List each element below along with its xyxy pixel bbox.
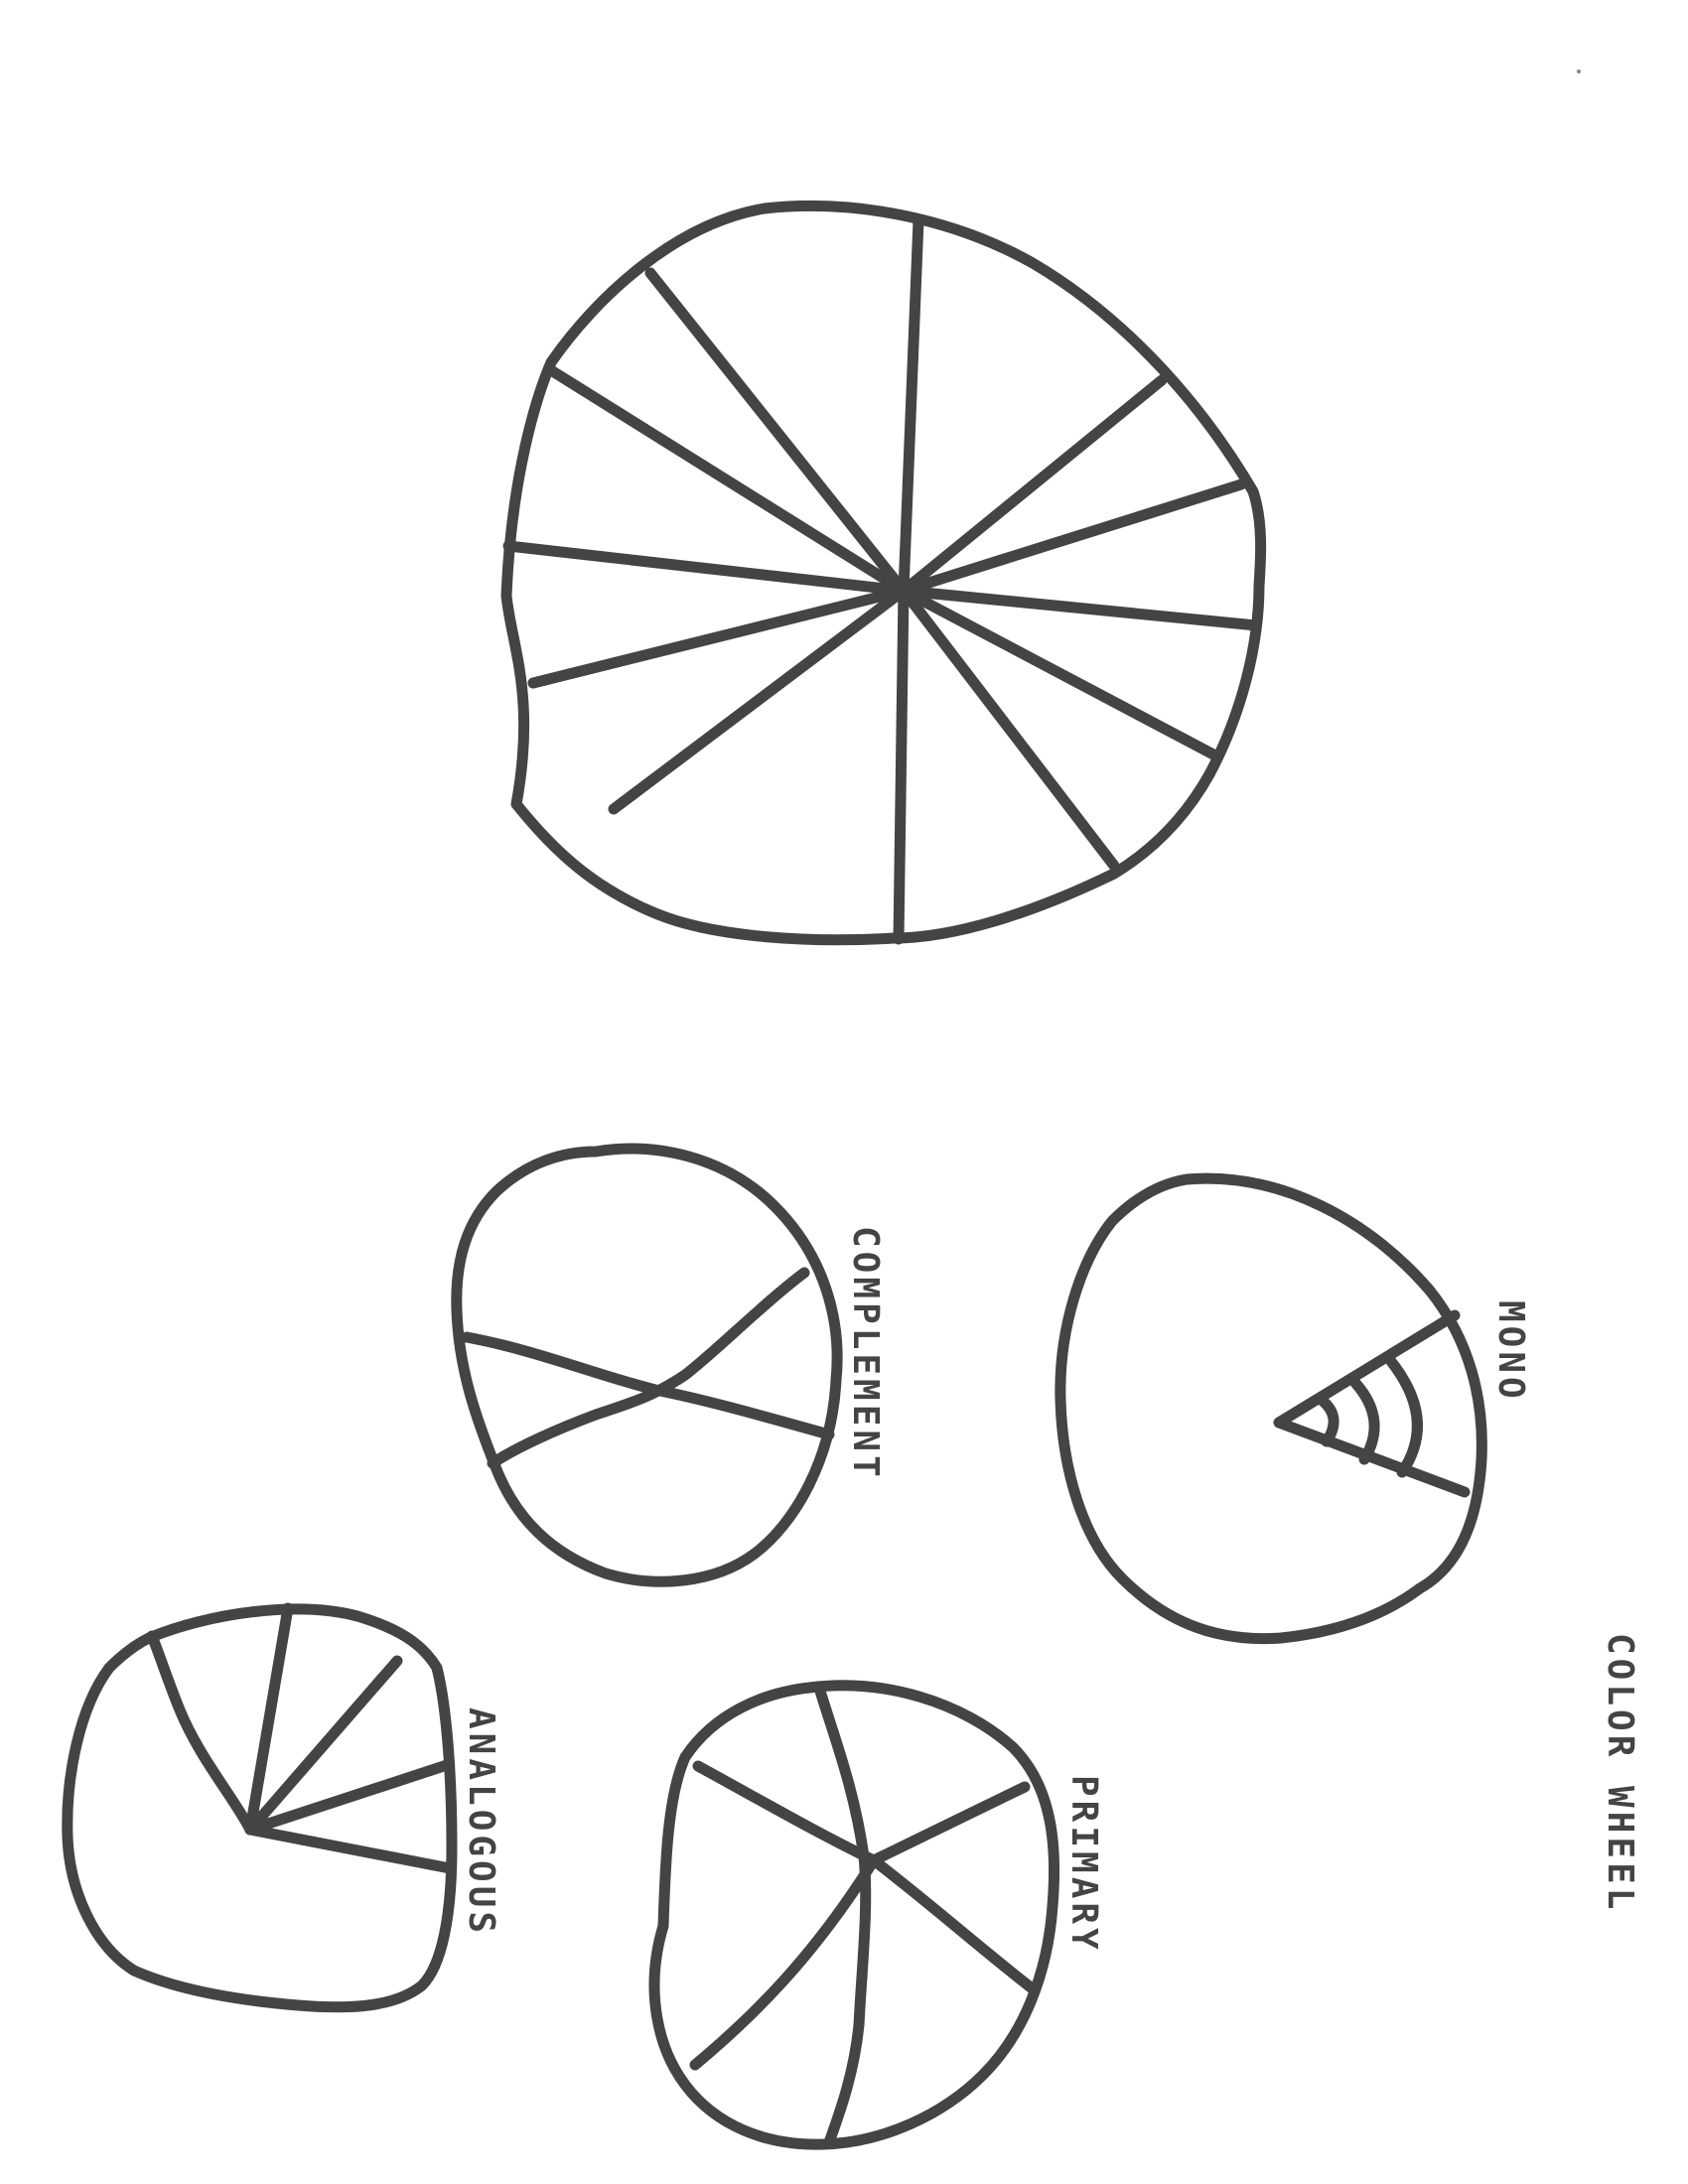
spoke-8 <box>608 585 910 815</box>
mono-wheel <box>1055 1172 1487 1645</box>
spoke-9 <box>527 585 910 689</box>
analogous-ray-5 <box>146 1630 256 1836</box>
mono-shade-arc-1 <box>1317 1395 1339 1447</box>
spoke-7 <box>893 585 910 945</box>
mono-shade-arc-3 <box>1384 1354 1423 1478</box>
large-wheel-spokes <box>502 214 1262 945</box>
primary-divider-1 <box>813 1682 872 2148</box>
spoke-6 <box>898 585 1120 872</box>
spoke-12 <box>644 267 910 597</box>
analogous-wheel <box>62 1602 458 2013</box>
large-color-wheel <box>500 200 1267 946</box>
complement-divider-a <box>461 1331 835 1440</box>
mono-shade-arc-2 <box>1349 1377 1380 1465</box>
analogous-label: ANALOGOUS <box>461 1707 501 1937</box>
spoke-3 <box>898 478 1247 597</box>
mono-label: MONO <box>1490 1300 1531 1403</box>
spoke-10 <box>502 540 910 597</box>
primary-wheel-outline <box>648 1680 1060 2150</box>
analogous-ray-3 <box>244 1655 403 1836</box>
analogous-wheel-outline <box>62 1603 458 2013</box>
analogous-ray-2 <box>244 1759 453 1836</box>
mono-wheel-outline <box>1055 1172 1487 1645</box>
scan-speck <box>1577 69 1581 73</box>
analogous-ray-1 <box>244 1824 456 1874</box>
complement-wheel-outline <box>451 1143 843 1587</box>
complement-label: COMPLEMENT <box>845 1226 886 1481</box>
spoke-1 <box>898 214 924 597</box>
large-wheel-outline <box>500 200 1267 946</box>
analogous-ray-4 <box>244 1602 294 1836</box>
color-wheel-title: COLOR WHEEL <box>1600 1633 1640 1913</box>
complement-wheel <box>451 1143 843 1587</box>
spoke-5 <box>898 585 1219 760</box>
spoke-11 <box>545 364 910 597</box>
spoke-2 <box>898 374 1168 597</box>
primary-wheel <box>648 1680 1060 2150</box>
complement-divider-b <box>487 1267 810 1469</box>
primary-divider-3 <box>689 1854 1041 2071</box>
spoke-4 <box>898 585 1262 631</box>
primary-label: PRIMARY <box>1063 1775 1104 1954</box>
